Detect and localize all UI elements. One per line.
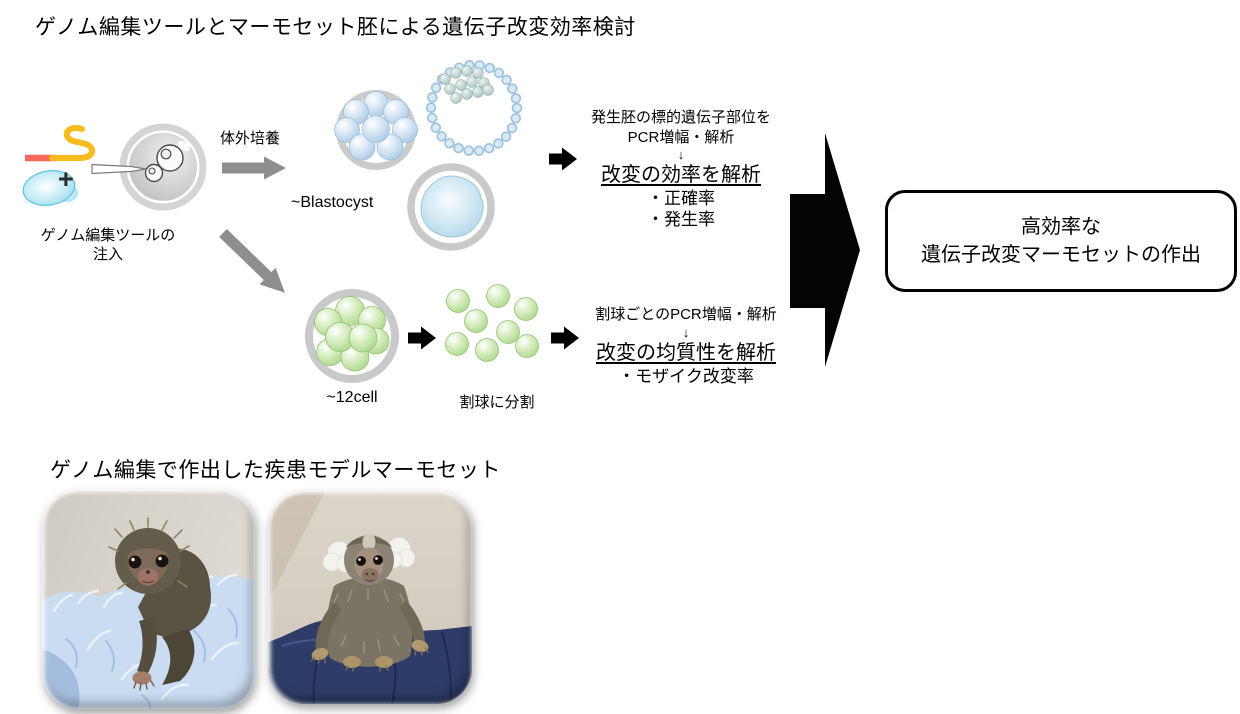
tufted-marmoset [310,533,429,672]
black-arrow-icon [408,326,436,350]
infant-marmoset-photo-illustration [42,489,255,709]
photos-subtitle: ゲノム編集で作出した疾患モデルマーモセット [50,459,501,482]
top-analysis-conclusion: 改変の効率を解析 [601,164,761,186]
big-result-arrow-icon [790,133,860,367]
bottom-analysis-block: 割球ごとのPCR増幅・解析 ↓ 改変の均質性を解析 ・モザイク改変率 [531,304,841,387]
twelve-cell-label: ~12cell [326,389,378,406]
marmoset-photo-2 [268,490,472,704]
wall-shadow [268,490,326,602]
marmoset-photo-1 [42,489,255,709]
bottom-analysis-line1: 割球ごとのPCR増幅・解析 [595,306,777,323]
injection-label-line1: ゲノム編集ツールの [40,227,176,244]
infant-marmoset [108,517,212,691]
tufted-marmoset-photo-illustration [268,490,472,704]
top-analysis-line1: 発生胚の標的遺伝子部位を [590,109,771,126]
hatched-blastocyst-icon [425,59,523,157]
blastocyst-label: ~Blastocyst [291,194,374,211]
cas9-protein-icon [22,170,78,206]
down-arrow-glyph: ↓ [682,325,690,340]
blastomeres-icon [445,284,539,362]
top-analysis-line2: PCR増幅・解析 [627,129,735,146]
result-box: 高効率な 遺伝子改変マーモセットの作出 [885,190,1237,292]
down-arrow-glyph: ↓ [677,147,685,162]
injection-label: ゲノム編集ツールの 注入 [41,226,176,264]
injection-needle-icon [91,163,147,175]
result-line1: 高効率な [1021,216,1101,238]
bottom-analysis-conclusion: 改変の均質性を解析 [596,342,776,364]
plus-sign: + [58,164,74,194]
result-line2: 遺伝子改変マーモセットの作出 [921,244,1201,266]
top-analysis-bullet: ・発生率 [647,210,715,229]
sgRNA-icon [25,124,96,162]
split-label: 割球に分割 [459,394,535,411]
expanded-blastocyst-icon [407,163,495,251]
page-title: ゲノム編集ツールとマーモセット胚による遺伝子改変効率検討 [35,16,636,39]
diagonal-arrow-icon [219,229,285,293]
culture-arrow-icon [222,156,286,180]
top-analysis-bullet: ・正確率 [647,189,715,208]
culture-arrow-label: 体外培養 [219,130,281,147]
bottom-analysis-bullet: ・モザイク改変率 [618,367,754,386]
injection-label-line2: 注入 [92,246,123,263]
twelve-cell-embryo-icon [305,289,399,383]
morula-icon [334,90,418,170]
top-analysis-block: 発生胚の標的遺伝子部位を PCR増幅・解析 ↓ 改変の効率を解析 ・正確率 ・発… [531,107,831,230]
